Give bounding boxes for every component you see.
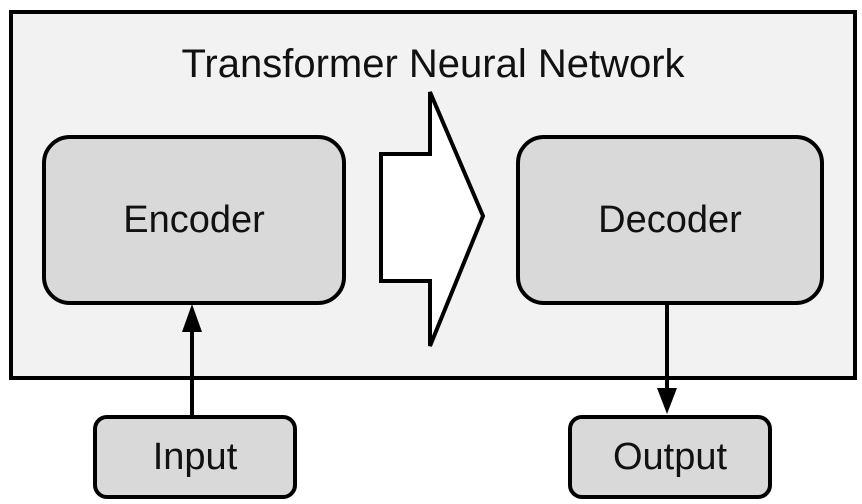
diagram-title: Transformer Neural Network	[181, 42, 685, 86]
decoder-box: Decoder	[516, 135, 824, 305]
output-box: Output	[568, 415, 772, 499]
input-to-encoder-arrow	[182, 304, 202, 415]
output-label: Output	[612, 435, 728, 478]
decoder-label: Decoder	[598, 198, 742, 241]
input-label: Input	[152, 435, 238, 478]
encoder-label: Encoder	[123, 198, 265, 241]
decoder-to-output-arrow	[657, 301, 677, 414]
encoder-box: Encoder	[42, 135, 346, 305]
input-box: Input	[93, 415, 297, 499]
encoder-to-decoder-arrow	[379, 91, 486, 347]
